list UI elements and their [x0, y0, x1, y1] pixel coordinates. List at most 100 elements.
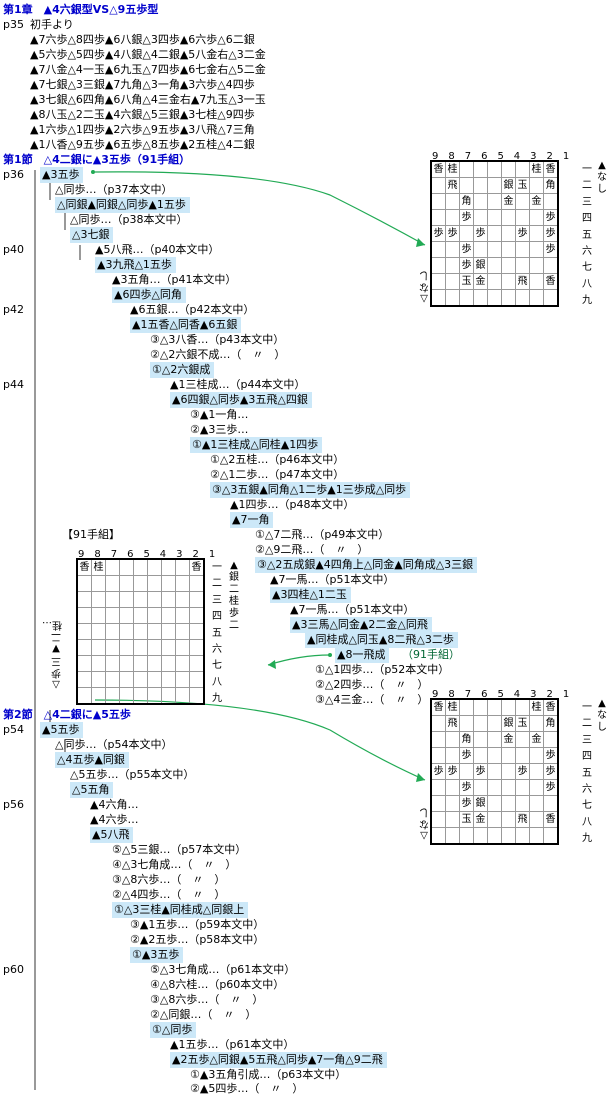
board-square	[76, 639, 92, 656]
move-line[interactable]: ③△2五成銀▲4四角上△同金▲同角成△3三銀	[255, 557, 478, 573]
move-line[interactable]: △3七銀	[70, 227, 114, 243]
board-square	[105, 671, 120, 688]
move-line[interactable]: ①△同歩	[150, 1022, 197, 1038]
move-line[interactable]: ③▲1五歩…（p59本文中）	[130, 918, 265, 931]
move-line[interactable]: ①△2六銀成	[150, 362, 215, 378]
board-square	[487, 209, 502, 226]
move-line[interactable]: ▲5五歩	[40, 722, 84, 738]
board-square	[473, 779, 488, 796]
chapter-title: 第1章 ▲4六銀型VS△9五歩型	[3, 3, 159, 16]
move-line[interactable]: ②△同銀…（ 〃 ）	[150, 1008, 257, 1021]
board-square	[147, 575, 162, 592]
board-square	[445, 241, 460, 258]
move-line[interactable]: ①△2五桂…（p46本文中）	[210, 453, 345, 466]
move-line[interactable]: ①▲1三桂成△同桂▲1四歩	[190, 437, 323, 453]
board-square	[175, 558, 190, 576]
board-square: 香	[430, 160, 446, 178]
move-line[interactable]: △同歩…（p38本文中）	[70, 213, 188, 226]
move-line[interactable]: △4五歩▲同銀	[55, 752, 129, 768]
move-line[interactable]: ⑤△3七角成…（p61本文中）	[150, 963, 296, 976]
board-square	[175, 607, 190, 624]
board-square	[459, 160, 474, 178]
move-line[interactable]: ②△9二飛…（ 〃 ）	[255, 543, 369, 556]
board-square	[119, 639, 134, 656]
move-line[interactable]: ②▲2五歩…（p58本文中）	[130, 933, 265, 946]
move-line[interactable]: ▲7一角	[230, 512, 274, 528]
move-line[interactable]: ②▲5四歩…（ 〃 ）	[190, 1082, 304, 1095]
move-line[interactable]: ②△2六銀不成…（ 〃 ）	[150, 348, 286, 361]
row-label: 七	[212, 660, 222, 672]
move-line[interactable]: ▲6四歩△同角	[112, 287, 186, 303]
move-line[interactable]: ②△2四歩…（ 〃 ）	[315, 678, 429, 691]
board-square: 歩	[543, 209, 559, 226]
move-line[interactable]: ▲3四桂△1二玉	[270, 587, 351, 603]
move-line[interactable]: ③△8六歩…（ 〃 ）	[150, 993, 264, 1006]
move-line[interactable]: △5五角	[70, 782, 114, 798]
move-line[interactable]: △5五歩…（p55本文中）	[70, 768, 195, 781]
board-square: 玉	[515, 715, 530, 732]
move-line[interactable]: ③△8六歩…（ 〃 ）	[112, 873, 226, 886]
move-line[interactable]: ③△4三金…（ 〃 ）	[315, 693, 429, 706]
move-line[interactable]: ▲同桂成△同玉▲8二飛△3二歩	[305, 632, 458, 648]
board-square	[91, 639, 106, 656]
board-square	[459, 698, 474, 716]
move-line[interactable]: ①△1四歩…（p52本文中）	[315, 663, 450, 676]
move-line[interactable]: ①▲3五歩	[130, 947, 184, 963]
board-column-labels: 9 8 7 6 5 4 3 2 1	[432, 689, 570, 700]
move-line[interactable]: ④△3七角成…（ 〃 ）	[112, 858, 237, 871]
board-square: 香	[430, 698, 446, 716]
move-line[interactable]: ▲5八飛	[90, 827, 134, 843]
board-square	[161, 607, 176, 624]
move-line[interactable]: ①▲3五角引成…（p63本文中）	[190, 1068, 347, 1081]
move-line[interactable]: ②▲3三歩…	[190, 423, 249, 436]
move-line[interactable]: ③△3八香…（p43本文中）	[150, 333, 285, 346]
sente-hand: ▲なし	[597, 160, 607, 195]
board-square	[473, 747, 488, 764]
move-line[interactable]: ▲4六歩…	[90, 813, 139, 826]
move-line[interactable]: ①△7二飛…（p49本文中）	[255, 528, 390, 541]
board-square	[189, 623, 205, 640]
board-square	[515, 241, 530, 258]
intro-line: ▲1八香△9五歩▲6五歩△8五歩▲2五桂△4二銀	[30, 138, 255, 151]
move-line[interactable]: ②△1二歩…（p47本文中）	[210, 468, 345, 481]
board-square	[515, 731, 530, 748]
move-line[interactable]: ▲8一飛成	[335, 647, 390, 663]
board-square: 桂	[445, 698, 460, 716]
move-line[interactable]: ▲3五歩	[40, 167, 84, 183]
move-line[interactable]: △同銀▲同銀△同歩▲1五歩	[55, 197, 190, 213]
move-line[interactable]: ②△4四歩…（ 〃 ）	[112, 888, 226, 901]
board-square: 歩	[515, 763, 530, 780]
move-line[interactable]: ▲6四銀△同歩▲3五飛△四銀	[170, 392, 312, 408]
board-square: 歩	[459, 795, 474, 812]
board-square: 金	[529, 731, 544, 748]
board-square	[473, 731, 488, 748]
move-line[interactable]: ①△3三桂▲同桂成△同銀上	[112, 902, 249, 918]
move-line[interactable]: ③△3五銀▲同角△1二歩▲1三歩成△同歩	[210, 482, 411, 498]
move-line[interactable]: △同歩…（p37本文中）	[55, 183, 173, 196]
move-line[interactable]: ④△8六桂…（p60本文中）	[150, 978, 285, 991]
move-line[interactable]: ▲7一馬…（p51本文中）	[270, 573, 395, 586]
move-line[interactable]: ▲3九飛△1五歩	[95, 257, 176, 273]
board-square	[445, 257, 460, 274]
move-line[interactable]: ▲3三馬△同金▲2二金△同飛	[290, 617, 432, 633]
move-line[interactable]: ▲2五歩△同銀▲5五飛△同歩▲7一角△9二飛	[170, 1052, 387, 1068]
move-line[interactable]: △同歩…（p54本文中）	[55, 738, 173, 751]
move-line[interactable]: ▲3五角…（p41本文中）	[112, 273, 237, 286]
board-square: 香	[76, 558, 92, 576]
move-line[interactable]: ③▲1一角…	[190, 408, 249, 421]
move-line[interactable]: ▲1五歩…（p61本文中）	[170, 1038, 295, 1051]
move-line[interactable]: ▲1三桂成…（p44本文中）	[170, 378, 306, 391]
move-line[interactable]: ▲4六角…	[90, 798, 139, 811]
move-line[interactable]: ⑤△5三銀…（p57本文中）	[112, 843, 247, 856]
move-line[interactable]: ▲1四歩…（p48本文中）	[230, 498, 355, 511]
move-line[interactable]: ▲5八飛…（p40本文中）	[95, 243, 220, 256]
board-square	[175, 575, 190, 592]
board-square	[487, 827, 502, 845]
board-square	[430, 289, 446, 307]
move-line[interactable]: ▲6五銀…（p42本文中）	[130, 303, 255, 316]
board-square	[529, 795, 544, 812]
move-line[interactable]: ▲1五香△同香▲6五銀	[130, 317, 242, 333]
move-line[interactable]: ▲7一馬…（p51本文中）	[290, 603, 415, 616]
intro-page: p35	[3, 18, 24, 31]
board-square	[487, 731, 502, 748]
